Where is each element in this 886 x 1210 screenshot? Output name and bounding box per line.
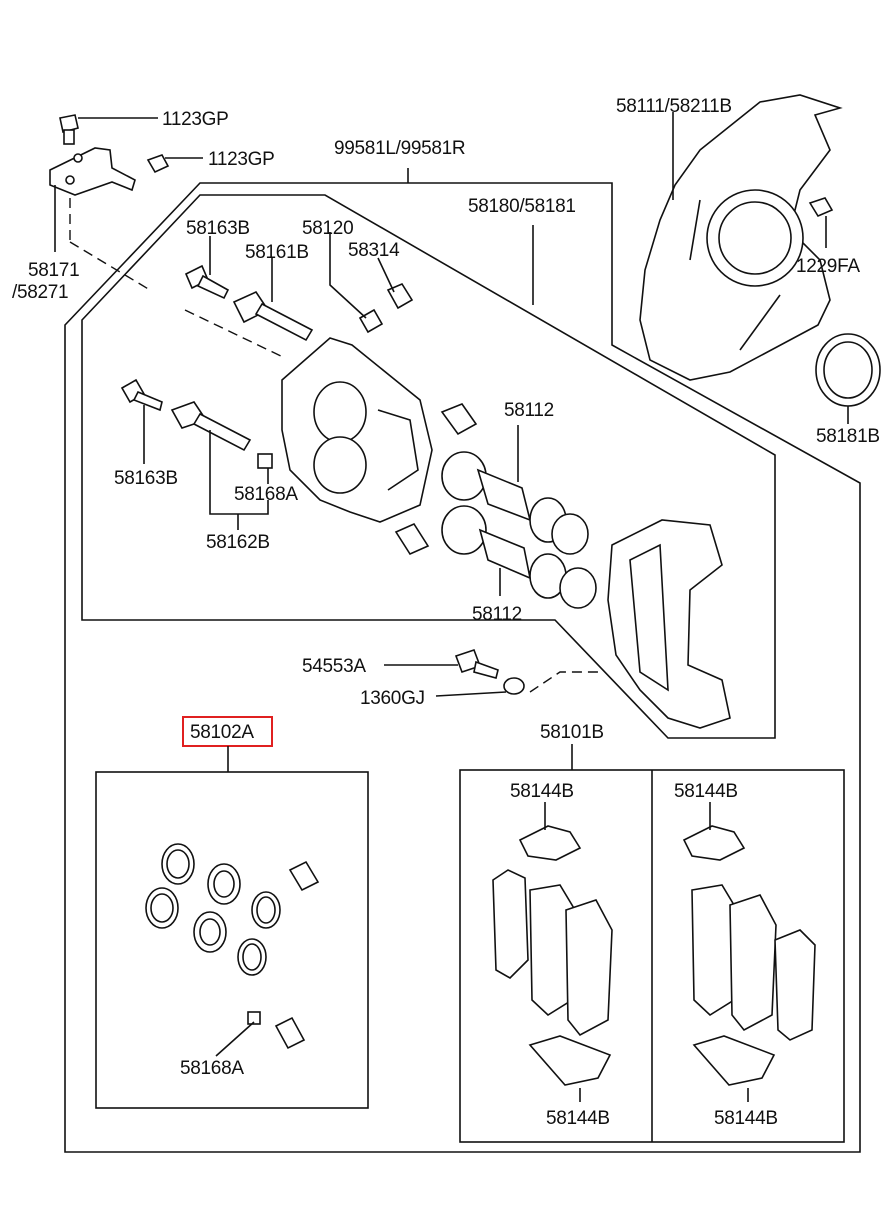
label-58112-top: 58112 [504,400,554,421]
label-58101b: 58101B [540,722,604,743]
piston-seal-upper [441,451,589,555]
bushing-58168a-top [257,453,273,469]
boot-lower [394,522,430,556]
label-1123gp-a: 1123GP [162,109,229,130]
leader-58162b-bracket [209,430,269,515]
label-58162b: 58162B [206,532,270,553]
label-58163b-top: 58163B [186,218,250,239]
pad-set-right [682,825,816,1086]
bolt-54553a [454,648,499,679]
label-1229fa: 1229FA [796,256,860,277]
label-54553a: 54553A [302,656,366,677]
label-58314: 58314 [348,240,400,261]
label-58144b-2: 58144B [674,781,738,802]
piston-seal-lower [441,505,597,609]
label-58161b: 58161B [245,242,309,263]
leader-1360gj [435,691,507,697]
caliper-carrier [607,519,731,729]
dust-shield-58111 [639,94,843,381]
seal-kit-parts [145,843,320,1050]
label-58181b: 58181B [816,426,880,447]
bolt-1123gp-a [59,114,79,145]
label-58112-low: 58112 [472,604,522,625]
bolt-1229fa [808,197,834,218]
tone-ring-58181b [815,333,881,407]
guide-pin-58162b [170,401,252,452]
leader-58168a-low [215,1021,255,1057]
pad-set-left [492,825,613,1086]
label-58102a: 58102A [190,722,254,743]
guide-bolt-58163b-low [120,378,163,412]
label-58168a-low: 58168A [180,1058,244,1079]
bleeder-58120 [358,308,384,334]
bleeder-cap-58314 [386,282,414,310]
bolt-1123gp-b [146,154,170,174]
label-58271: /58271 [12,282,68,303]
label-58168a-top: 58168A [234,484,298,505]
outer-assembly-frame [64,182,861,1153]
caliper-body [281,337,433,523]
dash-pin [184,309,286,359]
guide-pin-58161b [232,290,314,342]
label-58144b-3: 58144B [546,1108,610,1129]
leader-58120 [329,232,367,319]
label-58180: 58180/58181 [468,196,576,217]
label-58171: 58171 [28,260,79,281]
label-58111: 58111/58211B [616,96,732,117]
seal-kit-box [95,771,369,1109]
guide-bolt-58163b-top [184,264,230,300]
label-1360gj: 1360GJ [360,688,425,709]
washer-1360gj [503,677,525,695]
label-1123gp-b: 1123GP [208,149,275,170]
label-99581: 99581L/99581R [334,138,465,159]
leader-58314 [377,257,395,293]
caliper-assembly-frame [81,194,776,739]
label-58163b-low: 58163B [114,468,178,489]
bracket-58171 [49,147,136,196]
dash-carrier [529,671,600,693]
boot-upper [440,403,478,436]
label-58120: 58120 [302,218,353,239]
label-58144b-4: 58144B [714,1108,778,1129]
label-58144b-1: 58144B [510,781,574,802]
